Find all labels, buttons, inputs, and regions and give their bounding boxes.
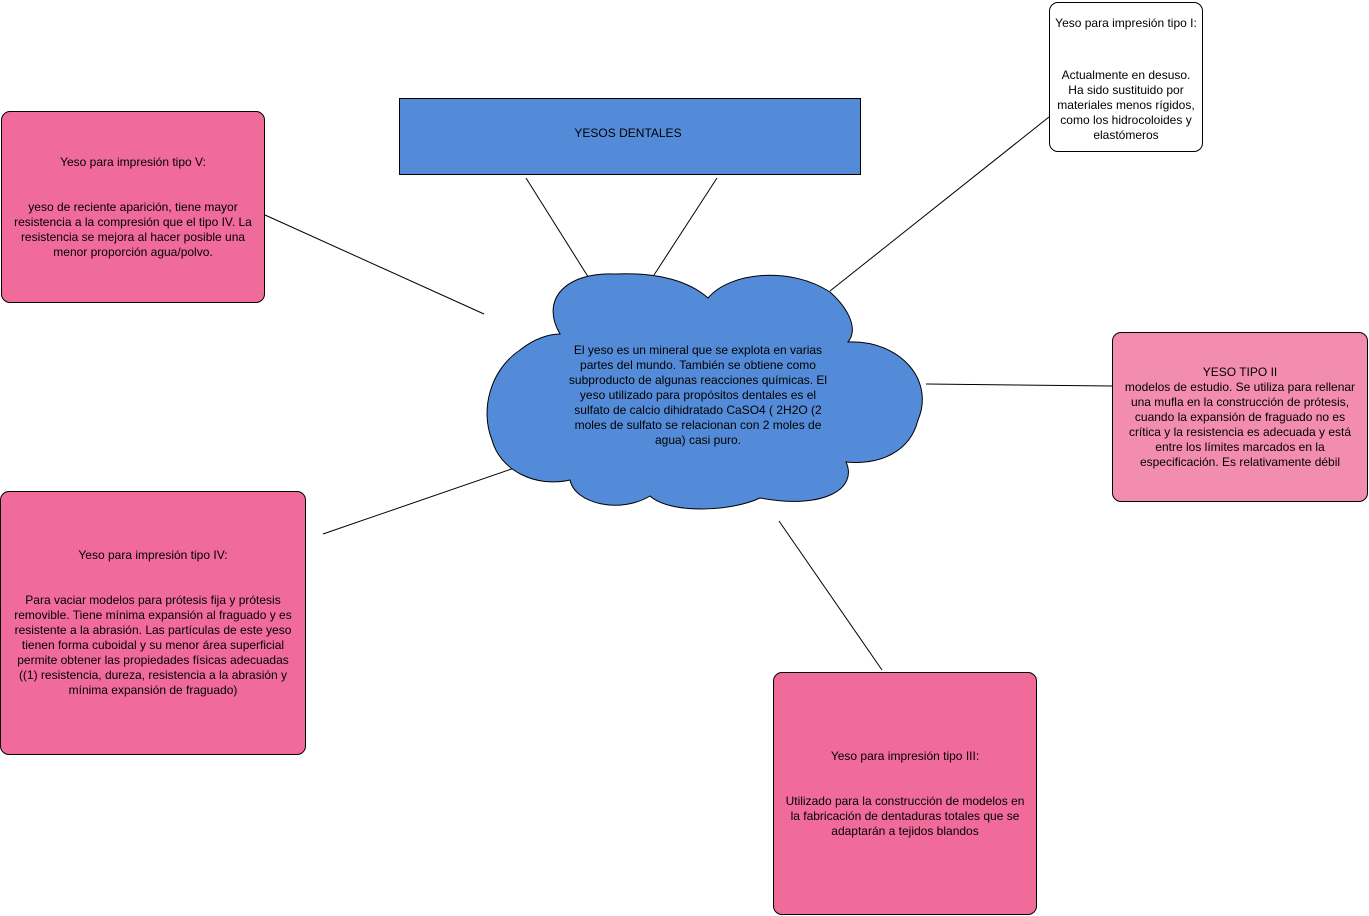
connector-tipo1	[829, 116, 1050, 292]
tipo2-heading: YESO TIPO II	[1202, 364, 1278, 379]
connector-tipo5	[264, 214, 485, 315]
connector-tipo4	[322, 463, 527, 535]
tipo3-body: Utilizado para la construcción de modelo…	[785, 793, 1025, 838]
tipo1-body: Actualmente en desuso. Ha sido sustituid…	[1057, 68, 1195, 142]
tipo1-heading: Yeso para impresión tipo I:	[1055, 16, 1197, 30]
tipo4-box: Yeso para impresión tipo IV: Para vaciar…	[0, 491, 306, 755]
title-text: YESOS DENTALES	[574, 126, 682, 140]
tipo4-body: Para vaciar modelos para prótesis fija y…	[14, 593, 292, 697]
connector-tipo2	[925, 383, 1113, 387]
tipo4-heading: Yeso para impresión tipo IV:	[78, 548, 228, 562]
title-box: YESOS DENTALES	[399, 98, 861, 175]
tipo3-heading: Yeso para impresión tipo III:	[830, 748, 980, 763]
connector-title-right	[653, 177, 718, 276]
tipo5-heading: Yeso para impresión tipo V:	[60, 154, 206, 169]
center-text: El yeso es un mineral que se explota en …	[568, 343, 828, 447]
tipo3-box: Yeso para impresión tipo III: Utilizado …	[773, 672, 1037, 915]
tipo2-box: YESO TIPO II modelos de estudio. Se util…	[1112, 332, 1368, 502]
tipo5-body: yeso de reciente aparición, tiene mayor …	[14, 199, 252, 259]
connector-title-left	[525, 177, 593, 284]
tipo2-body: modelos de estudio. Se utiliza para rell…	[1124, 379, 1356, 469]
connector-tipo3	[778, 520, 883, 671]
tipo5-box: Yeso para impresión tipo V: yeso de reci…	[1, 111, 265, 303]
tipo1-box: Yeso para impresión tipo I: Actualmente …	[1049, 2, 1203, 152]
cloud	[486, 273, 923, 510]
